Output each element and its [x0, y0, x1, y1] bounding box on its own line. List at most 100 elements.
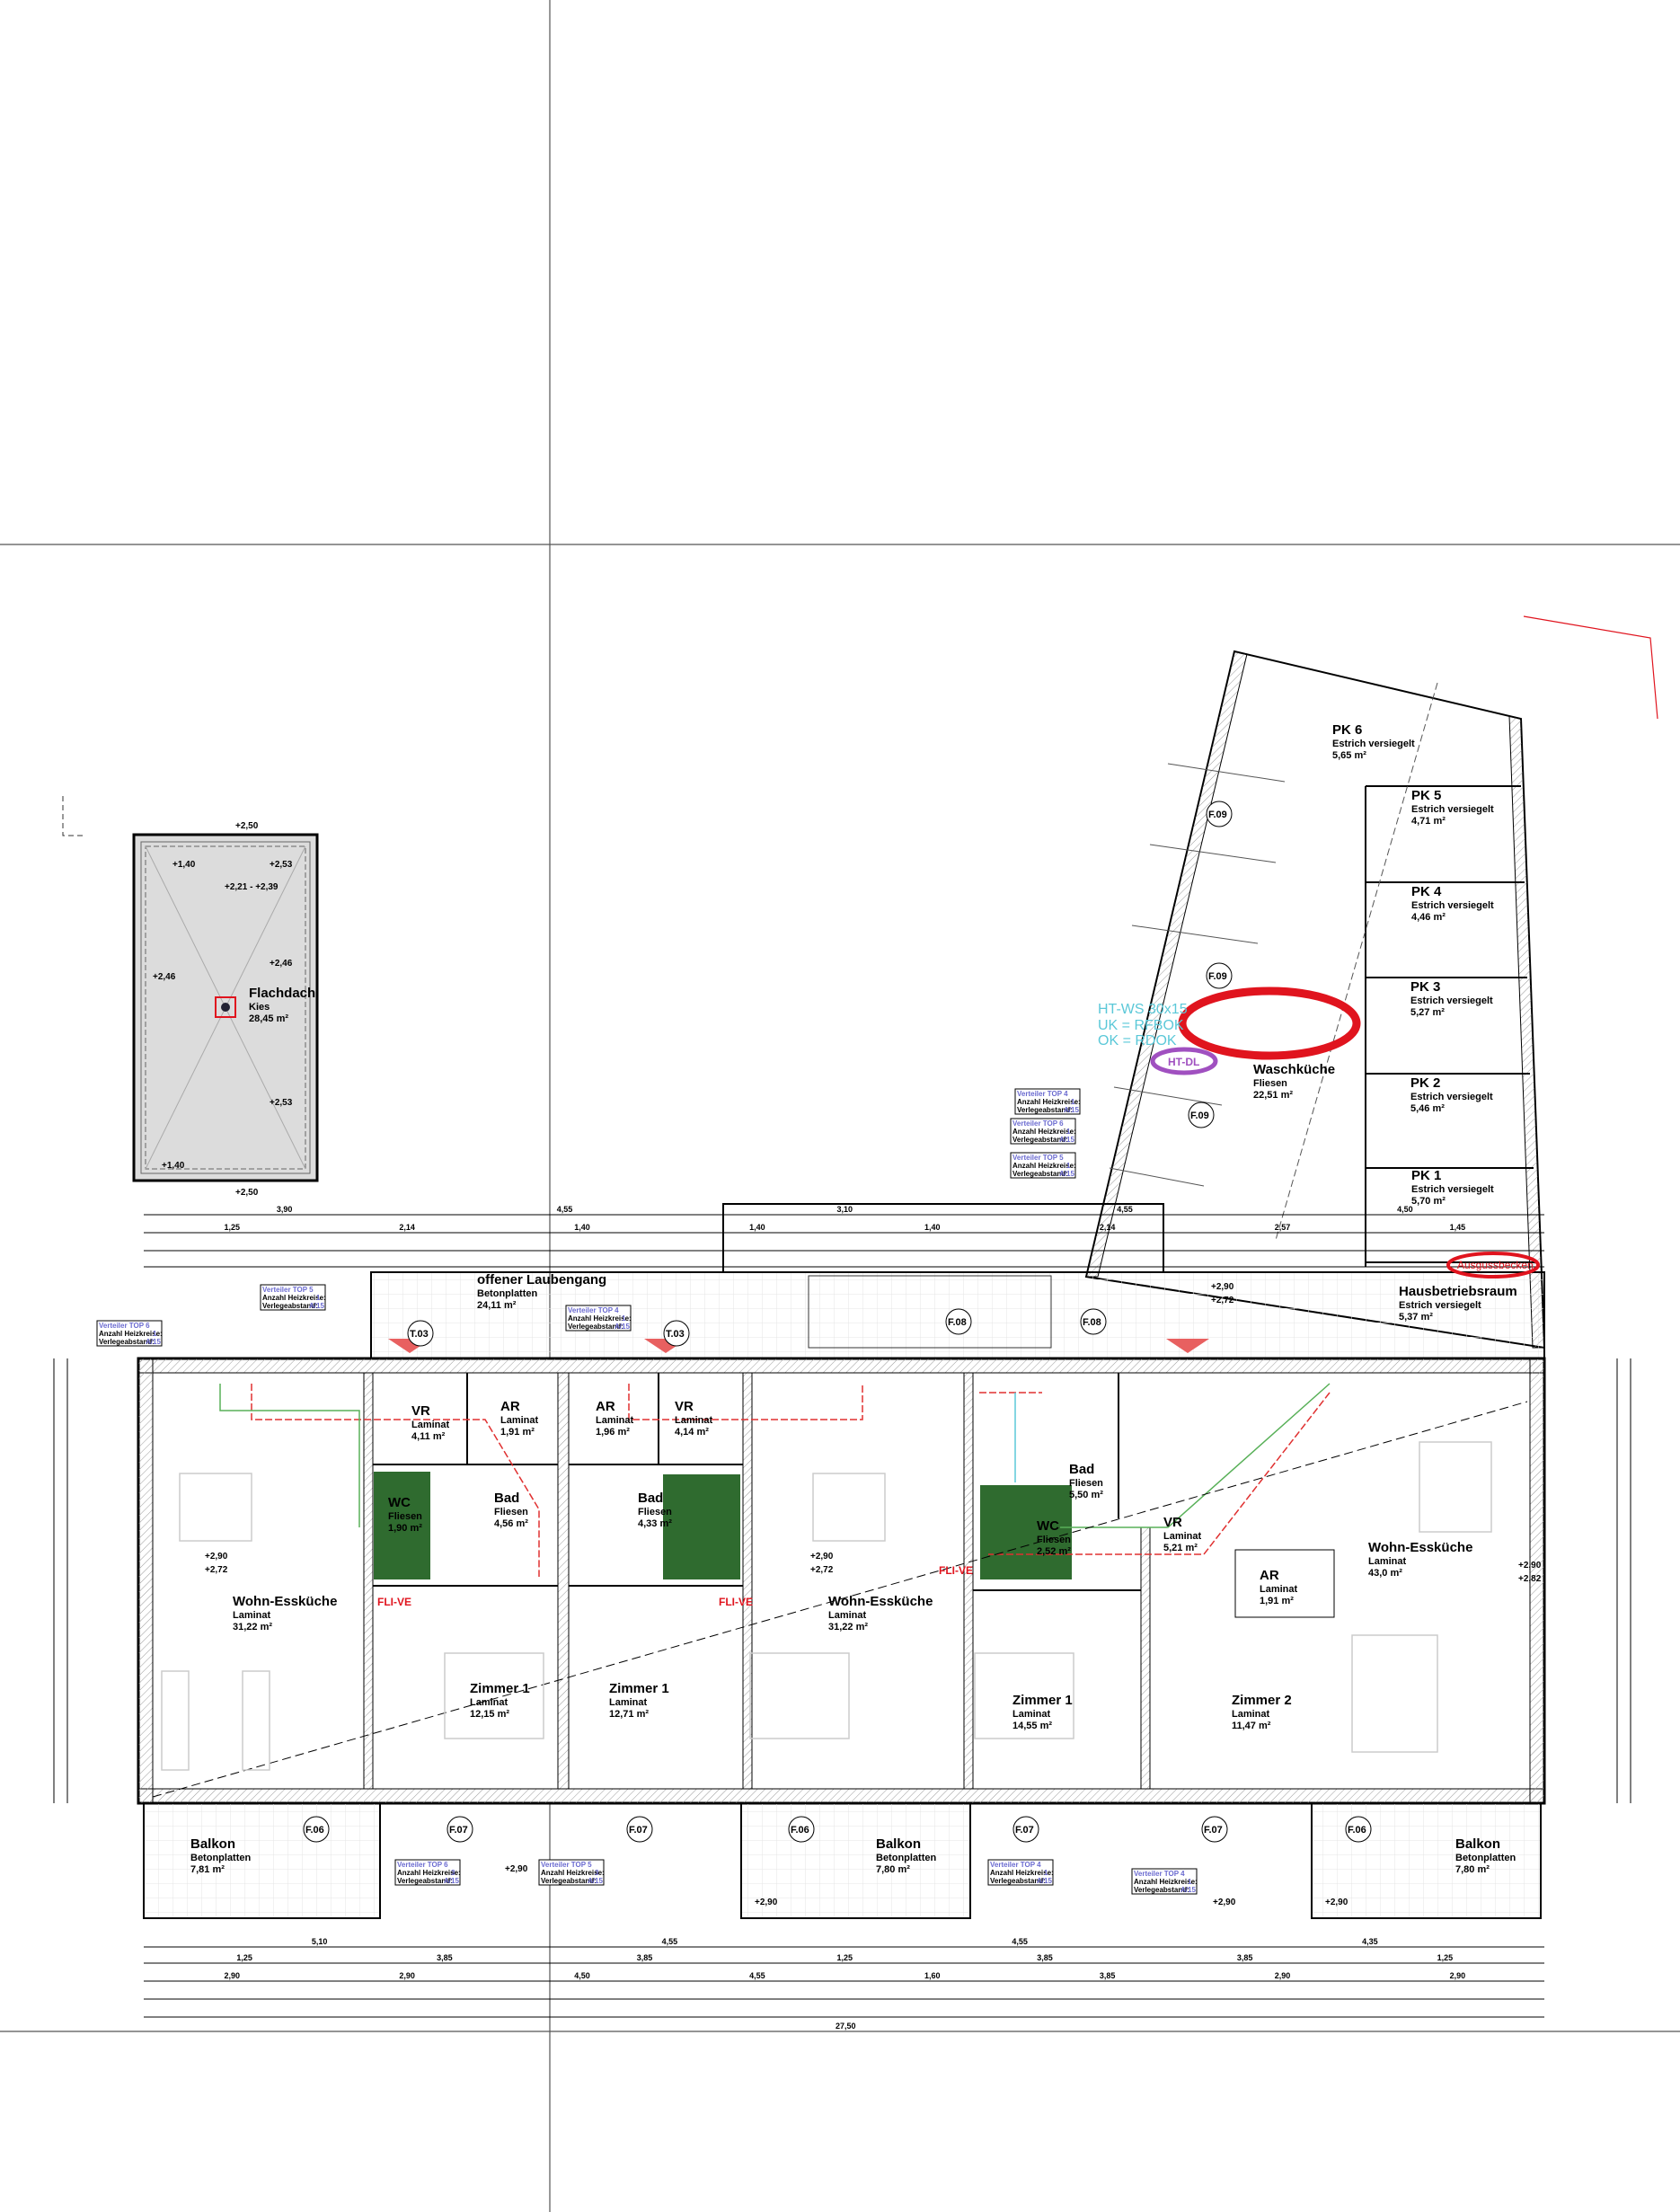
room-name: Zimmer 2 [1232, 1693, 1292, 1708]
revision-cloud-purple [1150, 1047, 1218, 1075]
room-name: AR [596, 1399, 615, 1414]
dimension-value: 2,90 [399, 1971, 415, 1980]
revision-cloud-basin [1446, 1252, 1540, 1279]
manifold-box [1010, 1118, 1076, 1145]
manifold-spacing-label: Verlegeabstand: [99, 1338, 155, 1346]
revision-cloud [1178, 987, 1361, 1060]
tag-circle [1206, 962, 1233, 989]
manifold-title: Verteiler TOP 6 [99, 1322, 150, 1330]
room-name: Zimmer 1 [1012, 1693, 1073, 1708]
room-floor: Estrich versiegelt [1411, 900, 1494, 911]
level-marker: +2,46 [153, 972, 176, 982]
room-name: WC [1037, 1518, 1059, 1534]
room-area: 4,14 m² [675, 1427, 709, 1438]
manifold-title: Verteiler TOP 5 [262, 1286, 314, 1294]
manifold-spacing-label: Verlegeabstand: [568, 1323, 623, 1331]
room-area: 43,0 m² [1368, 1568, 1402, 1579]
dimension-value: 1,25 [224, 1223, 240, 1232]
manifold-box [565, 1305, 632, 1332]
room-floor: Estrich versiegelt [1410, 995, 1493, 1006]
room-floor: Betonplatten [1455, 1853, 1516, 1863]
room-area: 4,71 m² [1411, 816, 1446, 827]
room-floor: Laminat [1368, 1556, 1407, 1567]
manifold-spacing-value: A/15 [1059, 1170, 1074, 1178]
top-dimension-lines [144, 1214, 1544, 1268]
tag-circle [663, 1320, 690, 1347]
level-marker: +2,90 [810, 1552, 834, 1562]
room-area: 1,91 m² [1260, 1596, 1294, 1606]
room-name: Zimmer 1 [609, 1681, 669, 1696]
dimension-value: 5,10 [312, 1937, 328, 1946]
level-marker: +2,53 [270, 860, 293, 870]
manifold-title: Verteiler TOP 6 [397, 1861, 448, 1869]
room-name: Wohn-Essküche [1368, 1540, 1472, 1555]
opening-tag: F.07 [1015, 1825, 1034, 1836]
room-name: Wohn-Essküche [828, 1594, 933, 1609]
room-area: 1,96 m² [596, 1427, 630, 1438]
level-marker: +2,46 [270, 959, 293, 969]
room-floor: Laminat [1260, 1584, 1298, 1595]
room-area: 2,52 m² [1037, 1546, 1071, 1557]
main-building [137, 1357, 1546, 1805]
manifold-circuits-label: Anzahl Heizkreise: [990, 1869, 1054, 1877]
room-name: Wohn-Essküche [233, 1594, 337, 1609]
room-area: 5,27 m² [1410, 1007, 1445, 1018]
room-floor: Betonplatten [876, 1853, 937, 1863]
manifold-box [538, 1859, 605, 1886]
room-floor: Laminat [411, 1420, 450, 1430]
tag-circle [1188, 1102, 1215, 1128]
dimension-value: 1,60 [924, 1971, 941, 1980]
level-marker: +2,90 [755, 1898, 778, 1907]
room-name: PK 2 [1410, 1075, 1440, 1091]
level-marker: +2,72 [1211, 1296, 1234, 1305]
room-floor: Estrich versiegelt [1410, 1092, 1493, 1102]
fli-ve-label: FLI-VE [939, 1564, 973, 1577]
opening-tag: F.09 [1208, 971, 1227, 982]
room-name: PK 3 [1410, 979, 1440, 995]
manifold-circuits-value: 1 [153, 1330, 157, 1338]
room-name: PK 1 [1411, 1168, 1441, 1183]
dimension-value: 3,85 [1037, 1953, 1053, 1962]
manifold-spacing-value: A/15 [1059, 1136, 1074, 1144]
level-marker: +2,82 [1518, 1574, 1542, 1584]
room-name: AR [500, 1399, 520, 1414]
room-name: VR [675, 1399, 694, 1414]
room-floor: Fliesen [1253, 1078, 1287, 1089]
dimension-value: 2,14 [1100, 1223, 1116, 1232]
room-name: Balkon [876, 1836, 921, 1852]
manifold-box [96, 1320, 163, 1347]
level-marker: +2,90 [1211, 1282, 1234, 1292]
room-name: PK 4 [1411, 884, 1442, 899]
opening-tag: F.07 [449, 1825, 468, 1836]
opening-tag: F.07 [1204, 1825, 1223, 1836]
dimension-value: 4,35 [1362, 1937, 1378, 1946]
tag-circle [303, 1816, 330, 1843]
room-floor: Laminat [233, 1610, 271, 1621]
manifold-circuits-label: Anzahl Heizkreise: [541, 1869, 605, 1877]
room-area: 4,11 m² [411, 1431, 446, 1442]
manifold-circuits-value: 1 [622, 1314, 626, 1323]
dimension-value: 2,90 [224, 1971, 240, 1980]
wet-room-fill [980, 1485, 1072, 1579]
manifold-spacing-value: A/15 [1064, 1106, 1079, 1114]
level-marker: +2,72 [810, 1565, 834, 1575]
dimension-value: 1,40 [574, 1223, 590, 1232]
opening-tag: F.06 [305, 1825, 324, 1836]
room-area: 22,51 m² [1253, 1090, 1293, 1101]
dimension-value: 4,55 [1012, 1937, 1028, 1946]
manifold-spacing-label: Verlegeabstand: [1134, 1886, 1189, 1894]
room-area: 4,46 m² [1411, 912, 1446, 923]
opening-tag: F.06 [1348, 1825, 1366, 1836]
site-boundary-line [1523, 615, 1658, 720]
room-name: Balkon [1455, 1836, 1500, 1852]
manifold-spacing-value: A/15 [615, 1323, 630, 1331]
room-floor: Laminat [500, 1415, 539, 1426]
room-name: VR [1163, 1515, 1182, 1530]
duct-uk-annotation: UK = RFBOK [1098, 1018, 1184, 1033]
room-name: Bad [1069, 1462, 1094, 1477]
manifold-title: Verteiler TOP 6 [1012, 1119, 1064, 1128]
room-name: Zimmer 1 [470, 1681, 530, 1696]
tag-circle [788, 1816, 815, 1843]
level-marker: +2,90 [205, 1552, 228, 1562]
manifold-circuits-label: Anzahl Heizkreise: [1012, 1128, 1076, 1136]
